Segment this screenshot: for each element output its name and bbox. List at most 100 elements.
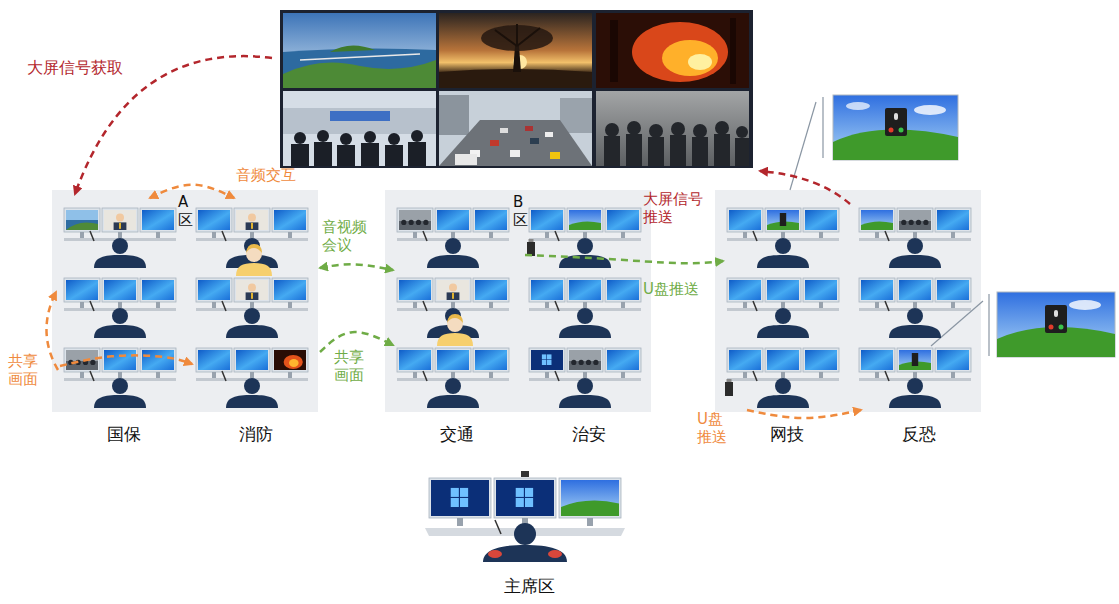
illustration-part bbox=[475, 280, 507, 300]
signal-label: 大屏信号获取 bbox=[27, 58, 123, 77]
signal-arrow bbox=[760, 171, 850, 204]
illustration-part bbox=[729, 280, 761, 300]
illustration-part bbox=[729, 350, 761, 370]
illustration-part bbox=[727, 278, 839, 338]
illustration-part bbox=[579, 360, 584, 365]
illustration-part bbox=[294, 132, 306, 144]
illustration-part bbox=[431, 480, 489, 516]
illustration-part bbox=[819, 302, 823, 308]
illustration-part bbox=[736, 126, 748, 138]
illustration-part bbox=[527, 242, 535, 256]
illustration-part bbox=[274, 280, 306, 300]
illustration-part bbox=[399, 350, 431, 370]
illustration-part bbox=[596, 13, 749, 88]
illustration-part bbox=[236, 350, 268, 370]
edge-label: 音频交互 bbox=[236, 166, 296, 184]
illustration-part bbox=[951, 232, 955, 238]
illustration-part bbox=[447, 314, 463, 323]
illustration-part bbox=[196, 208, 232, 232]
illustration-part bbox=[781, 372, 785, 378]
illustration-part bbox=[76, 360, 81, 365]
wall-photo bbox=[283, 13, 436, 88]
illustration-part bbox=[272, 278, 308, 302]
illustration-part bbox=[451, 302, 455, 308]
illustration-part bbox=[222, 231, 226, 241]
illustration-part bbox=[805, 210, 837, 230]
illustration-part bbox=[555, 371, 559, 381]
illustration-part bbox=[361, 143, 379, 166]
illustration-part bbox=[569, 280, 601, 300]
illustration-part bbox=[1054, 310, 1058, 317]
illustration-part bbox=[397, 208, 509, 268]
illustration-part bbox=[529, 348, 641, 408]
signal-label: 大屏信号 推送 bbox=[643, 190, 708, 226]
illustration-part bbox=[607, 280, 639, 300]
illustration-part bbox=[951, 372, 955, 378]
illustration-part bbox=[451, 232, 455, 238]
illustration-part bbox=[411, 130, 423, 142]
illustration-part bbox=[607, 210, 639, 230]
illustration-part bbox=[435, 278, 471, 302]
illustration-part bbox=[364, 131, 376, 143]
illustration-part bbox=[248, 284, 256, 292]
illustration-part bbox=[114, 222, 127, 230]
illustration-part bbox=[455, 154, 477, 165]
illustration-part bbox=[104, 280, 136, 300]
connector bbox=[150, 185, 234, 198]
illustration-part bbox=[246, 292, 259, 300]
illustration-part bbox=[916, 220, 921, 225]
workstation-illustration bbox=[60, 198, 180, 410]
wall-photo bbox=[596, 13, 749, 88]
illustration-part bbox=[104, 210, 136, 230]
illustration-part bbox=[899, 210, 931, 230]
illustration-part bbox=[757, 255, 809, 268]
illustration-part bbox=[212, 302, 216, 308]
group-label: 治安 bbox=[525, 424, 653, 444]
illustration-part bbox=[102, 278, 138, 302]
illustration-part bbox=[894, 113, 898, 120]
illustration-part bbox=[289, 359, 299, 367]
illustration-part bbox=[531, 210, 563, 230]
illustration-part bbox=[514, 523, 536, 545]
illustration-part bbox=[68, 360, 73, 365]
workstation-illustration bbox=[723, 198, 843, 410]
illustration-part bbox=[212, 232, 216, 238]
workstation-illustration bbox=[192, 198, 312, 410]
connector bbox=[525, 255, 723, 263]
illustration-part bbox=[437, 350, 469, 370]
illustration-part bbox=[805, 280, 837, 300]
illustration-part bbox=[80, 232, 84, 238]
illustration-part bbox=[767, 350, 799, 370]
illustration-part bbox=[439, 120, 592, 166]
illustration-part bbox=[559, 325, 611, 338]
illustration-part bbox=[473, 208, 509, 232]
illustration-part bbox=[90, 360, 95, 365]
illustration-part bbox=[531, 350, 563, 370]
illustration-part bbox=[569, 210, 601, 230]
illustration-part bbox=[567, 278, 603, 302]
illustration-part bbox=[671, 122, 685, 136]
illustration-part bbox=[901, 220, 906, 225]
illustration-part bbox=[729, 210, 761, 230]
illustration-part bbox=[559, 255, 611, 268]
illustration-part bbox=[913, 302, 917, 308]
zone-panel: 国保消防A 区 bbox=[52, 190, 318, 412]
illustration-part bbox=[781, 302, 785, 308]
illustration-part bbox=[775, 378, 791, 394]
illustration-part bbox=[525, 488, 533, 497]
illustration-part bbox=[445, 378, 461, 394]
illustration-part bbox=[236, 280, 268, 300]
illustration-part bbox=[531, 350, 563, 370]
illustration-part bbox=[577, 308, 593, 324]
illustration-part bbox=[548, 550, 562, 558]
illustration-part bbox=[142, 280, 174, 300]
illustration-part bbox=[632, 22, 728, 82]
illustration-part bbox=[437, 280, 469, 300]
illustration-part bbox=[897, 278, 933, 302]
illustration-part bbox=[66, 280, 98, 300]
illustration-part bbox=[246, 244, 262, 253]
illustration-part bbox=[571, 360, 576, 365]
illustration-part bbox=[729, 350, 761, 370]
illustration-part bbox=[725, 348, 839, 408]
illustration-part bbox=[283, 60, 436, 88]
